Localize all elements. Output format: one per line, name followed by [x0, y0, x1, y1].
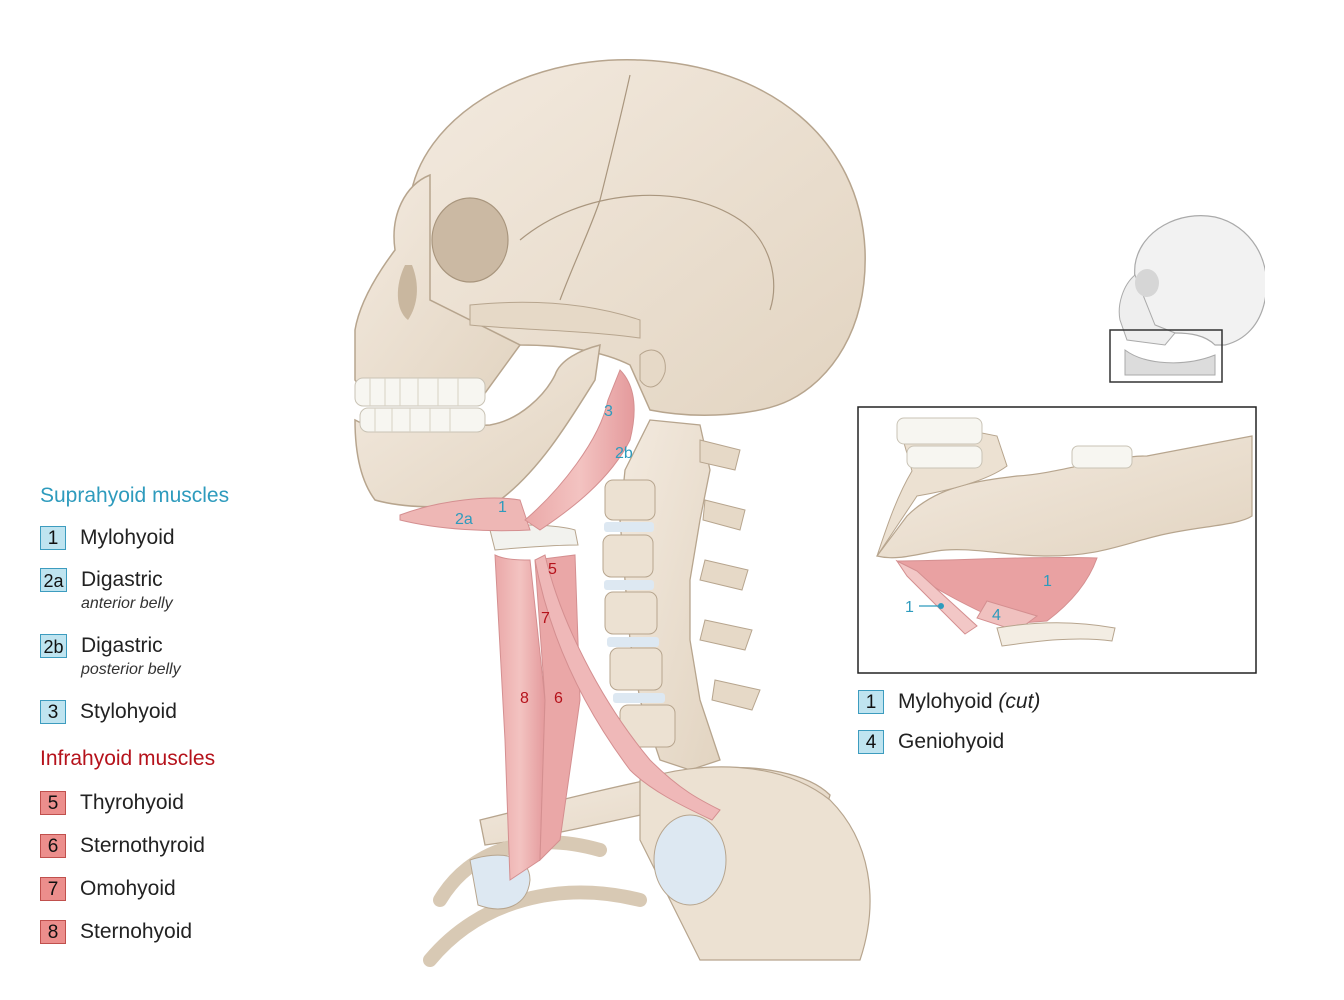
nasal-cavity: [397, 265, 417, 320]
legend-name: Digastric: [81, 568, 163, 591]
skull-thumbnail-icon: [1109, 215, 1265, 383]
legend-item-sternohyoid: 8 Sternohyoid: [40, 920, 192, 948]
mandible-floor-inset: 1 1 4: [857, 406, 1257, 674]
inset-legend-label: Mylohyoid (cut): [898, 690, 1040, 714]
scapula: [639, 766, 871, 961]
coronal-suture: [559, 74, 631, 301]
badge-2a: 2a: [40, 568, 67, 592]
infrahyoid-title: Infrahyoid muscles: [40, 747, 216, 770]
mylohyoid-muscle: [399, 497, 531, 532]
legend-item-stylohyoid: 3 Stylohyoid: [40, 700, 177, 728]
inset-label-1-pointer: 1: [905, 599, 914, 616]
legend-sub: anterior belly: [81, 595, 173, 612]
label-6: 6: [554, 690, 563, 707]
legend-item-thyrohyoid: 5 Thyrohyoid: [40, 791, 184, 819]
squamous-suture: [519, 194, 775, 311]
badge-5: 5: [40, 791, 66, 815]
inset-hyoid: [996, 622, 1116, 647]
label-8: 8: [520, 690, 529, 707]
legend-label: Digastric anterior belly: [81, 568, 173, 614]
lower-teeth: [359, 407, 486, 433]
inset-teeth: [896, 417, 1133, 469]
legend-item-digastric-anterior: 2a Digastric anterior belly: [40, 568, 173, 612]
inset-badge-4: 4: [858, 730, 884, 754]
sternohyoid-muscle: [494, 554, 546, 881]
humeral-head: [653, 814, 727, 906]
omohyoid-muscle: [534, 554, 721, 821]
inset-badge-1: 1: [858, 690, 884, 714]
label-5: 5: [548, 561, 557, 578]
badge-7: 7: [40, 877, 66, 901]
legend-label: Omohyoid: [80, 877, 176, 900]
ribs: [423, 835, 647, 967]
orbit: [431, 197, 509, 283]
legend-label: Stylohyoid: [80, 700, 177, 723]
badge-8: 8: [40, 920, 66, 944]
inset-legend-mylohyoid: 1 Mylohyoid (cut): [858, 690, 1040, 714]
legend-item-digastric-posterior: 2b Digastric posterior belly: [40, 634, 181, 678]
legend-label: Sternothyroid: [80, 834, 205, 857]
inset-legend-name: Mylohyoid: [898, 690, 993, 713]
inset-legend-geniohyoid: 4 Geniohyoid: [858, 730, 1004, 754]
inset-mandible: [875, 435, 1253, 559]
legend-name: Digastric: [81, 634, 163, 657]
inset-label-1-main: 1: [1043, 573, 1052, 590]
legend-item-omohyoid: 7 Omohyoid: [40, 877, 176, 905]
inset-legend-label: Geniohyoid: [898, 730, 1005, 753]
mastoid-process: [639, 349, 666, 388]
digastric-stylohyoid-muscle: [524, 369, 635, 531]
legend-label: Thyrohyoid: [80, 791, 184, 814]
upper-teeth: [354, 377, 486, 407]
label-2a: 2a: [455, 511, 473, 528]
badge-3: 3: [40, 700, 66, 724]
label-3: 3: [604, 403, 613, 420]
badge-2b: 2b: [40, 634, 67, 658]
zygomatic-arch: [469, 301, 641, 339]
badge-1: 1: [40, 526, 66, 550]
label-2b: 2b: [615, 445, 633, 462]
legend-sub: posterior belly: [81, 661, 181, 678]
label-1: 1: [498, 499, 507, 516]
cervical-spine: [602, 419, 761, 771]
legend-item-sternothyroid: 6 Sternothyroid: [40, 834, 205, 862]
legend-label: Sternohyoid: [80, 920, 193, 943]
inset-mylohyoid-cut: [895, 559, 978, 635]
label-7: 7: [541, 610, 550, 627]
inset-mylohyoid: [895, 557, 1098, 625]
legend-label: Digastric posterior belly: [81, 634, 181, 680]
legend-label: Mylohyoid: [80, 526, 175, 549]
legend-item-mylohyoid: 1 Mylohyoid: [40, 526, 175, 554]
inset-legend-note: (cut): [998, 690, 1041, 713]
suprahyoid-title: Suprahyoid muscles: [40, 484, 230, 507]
inset-label-4: 4: [992, 607, 1001, 624]
badge-6: 6: [40, 834, 66, 858]
